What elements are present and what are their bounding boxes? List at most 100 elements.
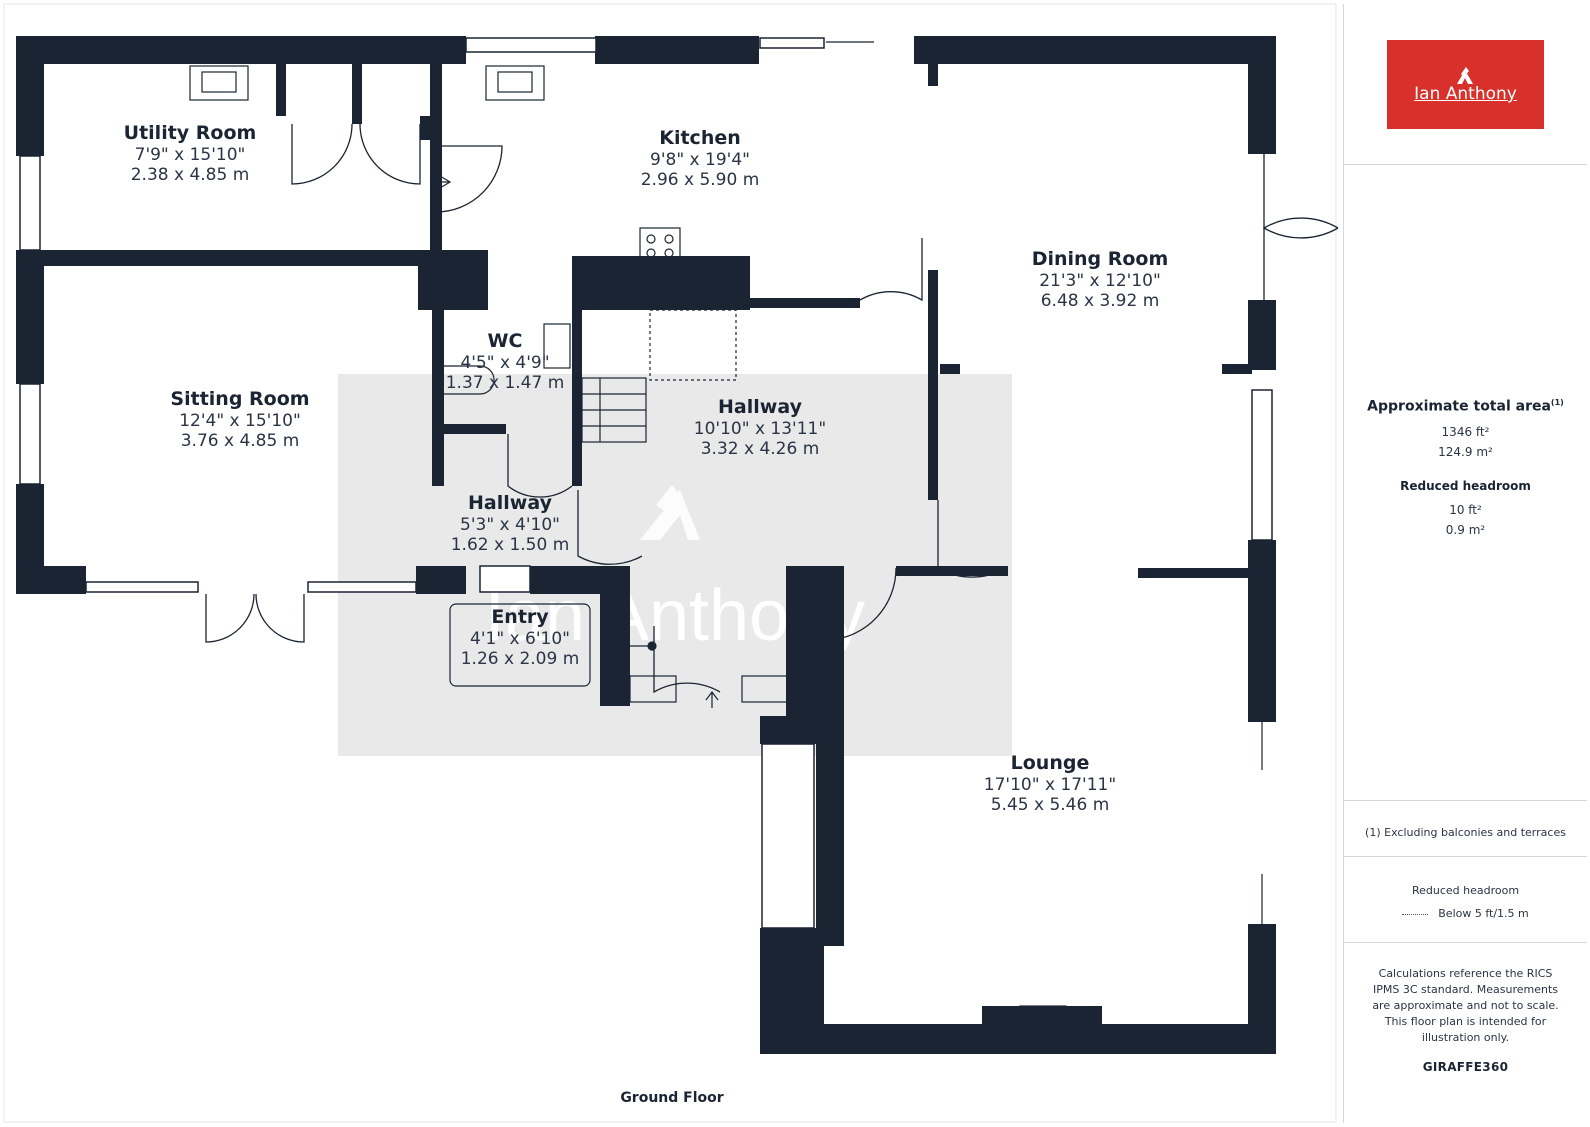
door-dining (859, 238, 923, 302)
room-name: Sitting Room (170, 388, 310, 410)
total-area-title: Approximate total area (1367, 398, 1551, 415)
room-name: Lounge (1010, 752, 1090, 774)
door-patio-1 (1263, 154, 1339, 230)
room-metric: 2.38 x 4.85 m (130, 165, 250, 186)
wall-right-upper (1248, 36, 1276, 154)
room-imperial: 4'1" x 6'10" (470, 628, 570, 649)
door-french-2 (255, 593, 305, 643)
room-hallway-small: Hallway 5'3" x 4'10" 1.62 x 1.50 m (440, 492, 580, 556)
watermark-logo (640, 485, 700, 540)
door-utility (435, 145, 503, 213)
door-cupboard-1 (291, 123, 353, 185)
window-kitchen-2 (759, 37, 825, 49)
footnote: (1) Excluding balconies and terraces (1365, 826, 1566, 839)
disclaimer: Calculations reference the RICS IPMS 3C … (1372, 967, 1559, 1044)
room-name: Dining Room (1031, 248, 1169, 270)
wall-right-mid (1248, 300, 1276, 370)
room-name: Utility Room (123, 122, 257, 144)
hob-ring-3 (646, 248, 656, 258)
room-name: Hallway (718, 396, 802, 418)
window-dining (1251, 389, 1273, 541)
watermark-panel (338, 374, 1012, 756)
wall-kitchen-bottom (572, 256, 750, 310)
wall-dining-left (928, 270, 938, 500)
wall-lounge-bottom (760, 1024, 1276, 1054)
wc-toilet (444, 365, 495, 395)
wall-cupboard-3 (420, 116, 442, 140)
window-sitting (19, 383, 41, 485)
divider (1344, 164, 1587, 165)
window-kitchen (465, 37, 597, 53)
room-metric: 1.26 x 2.09 m (460, 649, 580, 670)
windows (19, 37, 1273, 929)
room-metric: 6.48 x 3.92 m (1040, 291, 1160, 312)
hob-ring-2 (664, 234, 674, 244)
door-french-1 (205, 593, 255, 643)
room-sitting-room: Sitting Room 12'4" x 15'10" 3.76 x 4.85 … (160, 388, 320, 452)
sink-utility-basin (201, 71, 237, 93)
door-patio-2 (1263, 226, 1339, 300)
wall-hall-small-top (444, 424, 506, 434)
wall-kitchen-stub (928, 60, 938, 86)
brand-suffix: 360 (1482, 1060, 1509, 1074)
room-name: Hallway (468, 492, 552, 514)
doorbell (647, 641, 657, 651)
room-imperial: 17'10" x 17'11" (983, 774, 1117, 795)
wall-left-upper (16, 36, 44, 156)
step-entry-right (741, 675, 789, 703)
wall-top-left (16, 36, 466, 64)
reduced-headroom-ft: 10 ft² (1449, 502, 1482, 517)
door-lounge (829, 567, 897, 641)
door-hallway-small (577, 490, 643, 565)
legend-item: Below 5 ft/1.5 m (1344, 907, 1587, 920)
room-metric: 5.45 x 5.46 m (990, 795, 1110, 816)
plan-frame (3, 3, 1337, 1123)
wall-cupboard-1 (276, 60, 286, 116)
hob-ring-4 (664, 248, 674, 258)
room-name: Kitchen (659, 127, 741, 149)
hob-ring-1 (646, 234, 656, 244)
wall-bottom-left (16, 566, 86, 594)
room-imperial: 21'3" x 12'10" (1039, 270, 1161, 291)
info-panel: Ian Anthony Approximate total area(1) 13… (1343, 4, 1587, 1123)
hob (639, 227, 681, 265)
wall-utility-sitting (44, 250, 434, 266)
room-name: WC (487, 330, 523, 352)
brand-logo: Ian Anthony (1387, 40, 1544, 129)
room-imperial: 9'8" x 19'4" (650, 149, 750, 170)
wall-chimney (982, 1006, 1102, 1026)
room-metric: 3.76 x 4.85 m (180, 431, 300, 452)
window-entry (479, 565, 531, 593)
entry-arrow (705, 691, 719, 708)
fireplace (1019, 1005, 1067, 1021)
utility-door-arrow (436, 175, 452, 189)
room-lounge: Lounge 17'10" x 17'11" 5.45 x 5.46 m (965, 752, 1135, 816)
divider (1344, 856, 1587, 857)
room-imperial: 10'10" x 13'11" (693, 418, 827, 439)
wall-top-mid (595, 36, 759, 64)
room-name: Entry (491, 606, 549, 628)
wall-bottom-left-2 (416, 566, 466, 594)
brand-prefix: GIRAFFE (1422, 1060, 1483, 1074)
wall-wc-right (572, 310, 582, 486)
room-utility-room: Utility Room 7'9" x 15'10" 2.38 x 4.85 m (110, 122, 270, 186)
total-area-note-mark: (1) (1550, 398, 1564, 407)
room-metric: 1.62 x 1.50 m (450, 535, 570, 556)
wall-dining-bottom (740, 298, 860, 308)
total-area-section: Approximate total area(1) 1346 ft² 124.9… (1344, 398, 1587, 537)
giraffe360-brand: GIRAFFE360 (1344, 1060, 1587, 1074)
room-imperial: 4'5" x 4'9" (460, 352, 550, 373)
room-dining-room: Dining Room 21'3" x 12'10" 6.48 x 3.92 m (1015, 248, 1185, 312)
room-hallway-main: Hallway 10'10" x 13'11" 3.32 x 4.26 m (680, 396, 840, 460)
wall-dining-stub (940, 364, 960, 374)
logo-mark-icon (1457, 67, 1473, 84)
wall-wc-left (432, 310, 444, 486)
window-utility (19, 155, 41, 251)
divider (1344, 942, 1587, 943)
wall-entry-right (786, 566, 816, 716)
window-lounge (761, 743, 815, 929)
wall-hall-bottom (896, 566, 1008, 576)
door-hall-lounge (937, 500, 1007, 578)
wall-wc-top (418, 250, 488, 310)
